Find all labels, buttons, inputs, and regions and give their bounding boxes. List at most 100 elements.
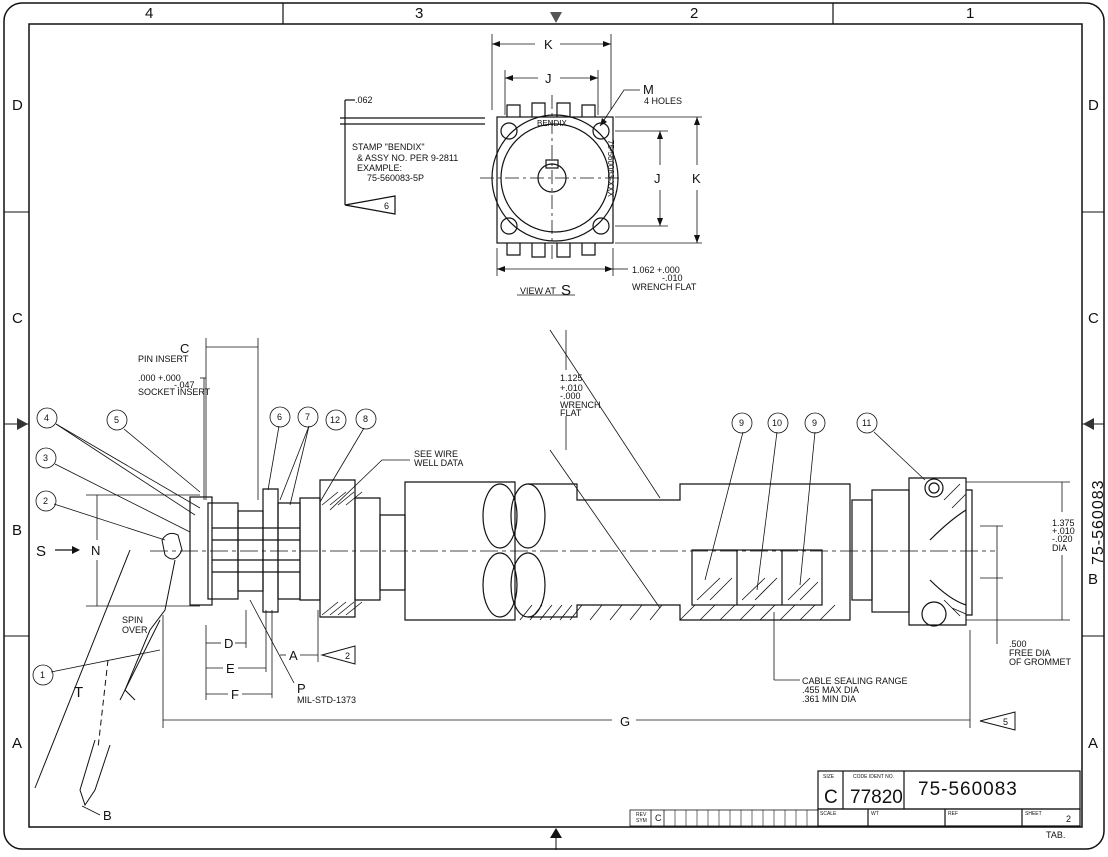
svg-text:9: 9 [812,418,817,428]
end-view [340,34,702,296]
dim-p-label: P [297,681,306,696]
balloon-9-left: 9 [731,412,753,434]
grommet-line-2: FREE DIA [1009,648,1051,658]
zone-row-a-right: A [1088,735,1098,752]
view-title-letter: S [561,282,571,299]
balloon-4: 4 [36,407,58,429]
wrench-flat-mid-3: -.000 [560,391,581,401]
dim-d-label: D [224,636,233,651]
top-center-mark [550,12,562,23]
side-drawing-number: 75-560083 [1090,479,1107,565]
balloon-5: 5 [106,409,128,431]
stamp-note-line-1: STAMP "BENDIX" [352,142,425,152]
svg-text:7: 7 [305,412,310,422]
od-dia-line-4: DIA [1052,543,1067,553]
zone-row-c-left: C [12,310,23,327]
zone-col-1: 1 [966,5,974,22]
right-center-mark [1083,418,1094,430]
svg-text:9: 9 [739,418,744,428]
dim-s-label: S [36,543,46,560]
spin-over-line-2: OVER [122,625,148,635]
stamp-note-line-2: & ASSY NO. PER 9-2811 [357,153,458,163]
dim-e-label: E [226,661,235,676]
pin-insert-note: PIN INSERT [138,354,189,364]
end-view-arrows [492,41,700,272]
tab-label: TAB. [1046,830,1065,840]
dim-n-label: N [91,543,100,558]
svg-text:2: 2 [43,496,48,506]
dim-a-label: A [289,648,298,663]
sheet-label: SHEET [1025,811,1042,817]
left-center-mark [17,418,28,430]
wrench-flat-mid-1: 1.125 [560,373,583,383]
bendix-stamp: BENDIX [537,119,567,128]
balloon-leaders [50,423,926,673]
stamp-flag-number: 6 [384,201,389,211]
dim-k-horizontal: K [544,37,553,52]
dim-c-label: C [180,341,189,356]
size-label: SIZE [823,774,835,780]
balloon-1: 1 [32,664,54,686]
zone-row-d-right: D [1088,97,1099,114]
balloon-2: 2 [35,490,57,512]
wt-label: WT [871,811,879,817]
balloon-8: 8 [355,408,377,430]
zone-col-4: 4 [145,5,153,22]
od-dia-line-3: -.020 [1052,534,1073,544]
socket-insert-line-1: .000 +.000 [138,373,181,383]
dim-j-horizontal: J [545,71,552,86]
svg-text:1: 1 [40,670,45,680]
socket-insert-line-2: -.047 [174,380,195,390]
svg-text:10: 10 [772,418,782,428]
see-wire-line-1: SEE WIRE [414,449,458,459]
sheet-value: 2 [1066,814,1071,824]
zone-col-3: 3 [415,5,423,22]
balloon-12: 12 [325,409,347,431]
dim-t-label: T [74,684,83,701]
scale-label: SCALE [820,811,837,817]
zone-row-b-left: B [12,522,22,539]
svg-text:8: 8 [363,414,368,424]
drawing-border [3,2,1105,850]
dim-f-label: F [231,687,239,702]
dim-b-label: B [103,808,112,823]
zone-row-b-right: B [1088,571,1098,588]
m-note: 4 HOLES [644,96,682,106]
flag-2: 2 [345,651,350,661]
dim-g-label: G [620,714,630,729]
dim-k-vertical: K [692,171,701,186]
title-block [629,770,1081,827]
see-wire-line-2: WELL DATA [414,458,463,468]
wrench-flat-mid-5: FLAT [560,408,582,418]
od-dia-line-1: 1.375 [1052,518,1075,528]
svg-text:12: 12 [330,415,340,425]
svg-text:4: 4 [44,413,49,423]
code-ident-label: CODE IDENT NO. [853,774,894,780]
cable-sealing-line-1: CABLE SEALING RANGE [802,676,908,686]
stamp-offset: .062 [355,95,373,105]
wrench-flat-line-1: 1.062 +.000 [632,265,680,275]
code-ident-value: 77820 [850,787,903,808]
svg-text:5: 5 [114,415,119,425]
rev-cells [674,810,808,826]
rev-value: C [655,813,662,823]
grommet-line-3: OF GROMMET [1009,657,1071,667]
socket-insert-line-3: SOCKET INSERT [138,387,211,397]
grommet-line-1: .500 [1009,639,1027,649]
m-label: M [643,82,654,97]
zone-row-c-right: C [1088,310,1099,327]
dim-j-vertical: J [654,171,661,186]
connector-side-view [150,477,995,627]
bottom-center-mark [550,828,562,838]
zone-col-2: 2 [690,5,698,22]
rev-label-1: REV [636,812,647,818]
svg-text:3: 3 [43,453,48,463]
balloon-10: 10 [767,412,789,434]
cable-sealing-line-2: .455 MAX DIA [802,685,859,695]
rev-label-2: SYM [636,818,647,824]
wrench-flat-mid-4: WRENCH [560,400,601,410]
spin-over-line-1: SPIN [122,615,143,625]
drawing-number: 75-560083 [918,779,1018,800]
view-title: VIEW AT [520,286,556,296]
dust-cap-lanyard [34,532,183,807]
